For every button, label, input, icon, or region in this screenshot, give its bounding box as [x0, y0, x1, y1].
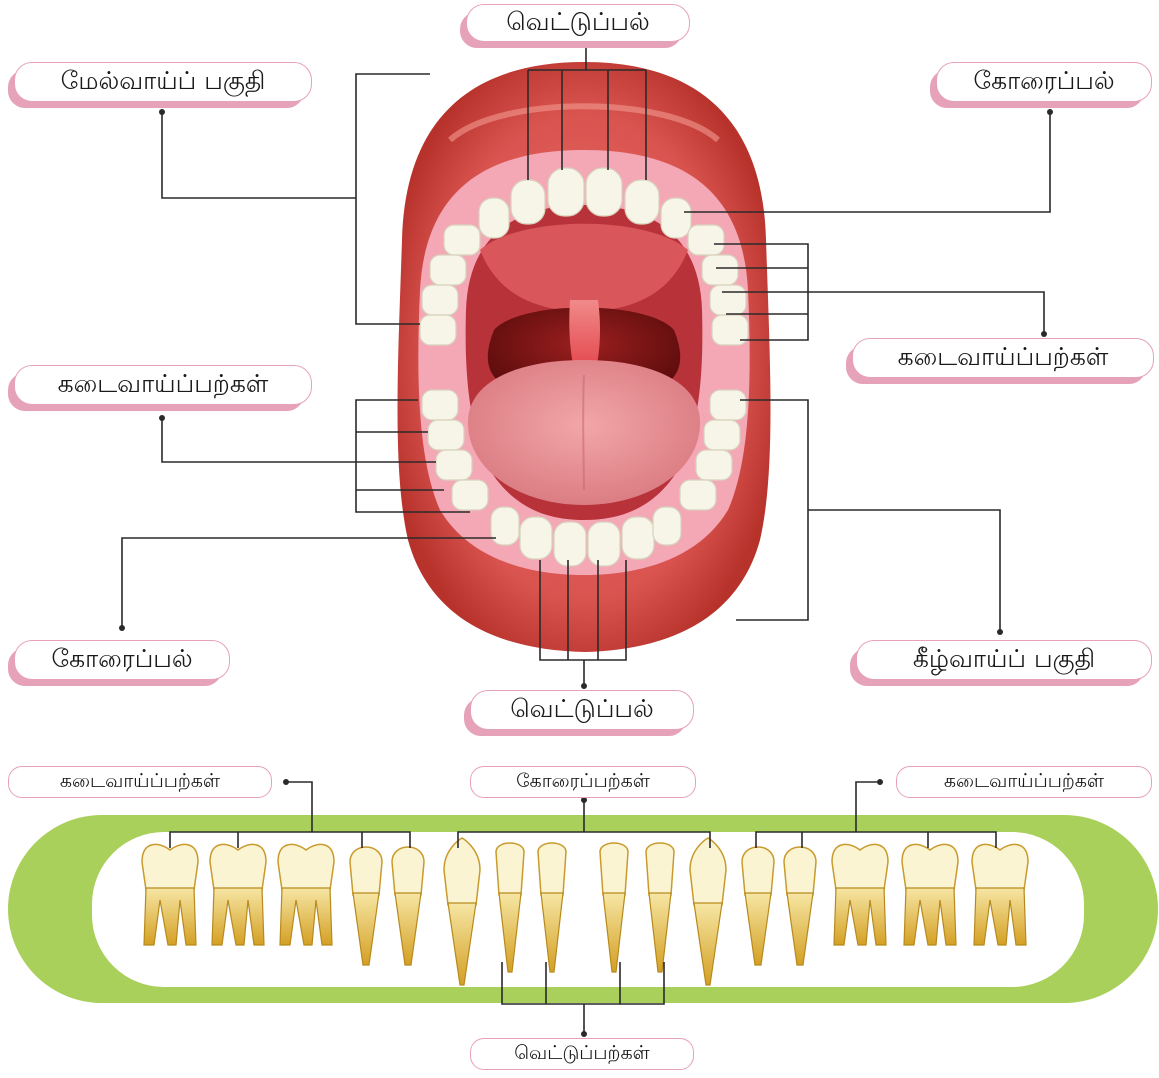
lower-molar [696, 450, 732, 480]
lower-tooth [622, 517, 654, 559]
label-upper-incisors: வெட்டுப்பல் [466, 4, 690, 42]
lower-tooth [653, 507, 681, 545]
lower-molar [680, 480, 716, 510]
tongue-groove [583, 375, 584, 490]
leader-dot [997, 629, 1003, 635]
upper-tooth [625, 180, 659, 224]
upper-tooth [511, 180, 545, 224]
label-lower-molars: கடைவாய்ப்பற்கள் [14, 365, 312, 405]
leader-dot [1047, 109, 1053, 115]
row-tooth-molar [142, 844, 198, 945]
lower-tooth [520, 517, 552, 559]
upper-tooth [661, 198, 691, 238]
leader-dot [159, 415, 165, 421]
row-tooth-molar [832, 844, 888, 945]
upper-tooth [586, 168, 622, 216]
leader-dot [1041, 331, 1047, 337]
lower-molar [422, 390, 458, 420]
label-upper-canine: கோரைப்பல் [936, 62, 1152, 102]
leader-dot [877, 779, 883, 785]
leader-dot [581, 1031, 587, 1037]
teeth-row-panel [8, 815, 1158, 1003]
leader-dot [581, 683, 587, 689]
lower-molar [704, 420, 740, 450]
lower-molar [428, 420, 464, 450]
lower-molar [436, 450, 472, 480]
upper-tooth [479, 198, 509, 238]
upper-molar [688, 225, 724, 255]
upper-molar [430, 255, 466, 285]
leader-line [736, 400, 1000, 632]
leader-dot [159, 109, 165, 115]
upper-tooth [548, 168, 584, 216]
upper-molar [444, 225, 480, 255]
leader-dot [119, 625, 125, 631]
label-lower-canine: கோரைப்பல் [14, 640, 230, 680]
lower-tooth [554, 522, 586, 566]
upper-molar [420, 315, 456, 345]
label-row-molars-left: கடைவாய்ப்பற்கள் [8, 766, 272, 798]
leader-line [162, 74, 430, 324]
row-tooth-molar [972, 844, 1028, 945]
row-tooth-molar [210, 844, 266, 945]
leader-dot [283, 779, 289, 785]
label-upper-molars: கடைவாய்ப்பற்கள் [852, 338, 1154, 378]
lower-molar [452, 480, 488, 510]
upper-molar [710, 285, 746, 315]
upper-molar [422, 285, 458, 315]
label-row-incisors: வெட்டுப்பற்கள் [470, 1038, 694, 1070]
lower-molar [710, 390, 746, 420]
label-lower-jaw: கீழ்வாய்ப் பகுதி [856, 640, 1152, 680]
label-upper-jaw: மேல்வாய்ப் பகுதி [14, 62, 312, 102]
label-row-canines: கோரைப்பற்கள் [470, 766, 696, 798]
lower-tooth [588, 522, 620, 566]
label-row-molars-right: கடைவாய்ப்பற்கள் [896, 766, 1152, 798]
row-tooth-molar [278, 844, 334, 945]
mouth-illustration [398, 62, 771, 652]
row-tooth-molar [902, 844, 958, 945]
label-lower-incisors: வெட்டுப்பல் [470, 690, 694, 730]
upper-molar [702, 255, 738, 285]
lower-tooth [491, 507, 519, 545]
